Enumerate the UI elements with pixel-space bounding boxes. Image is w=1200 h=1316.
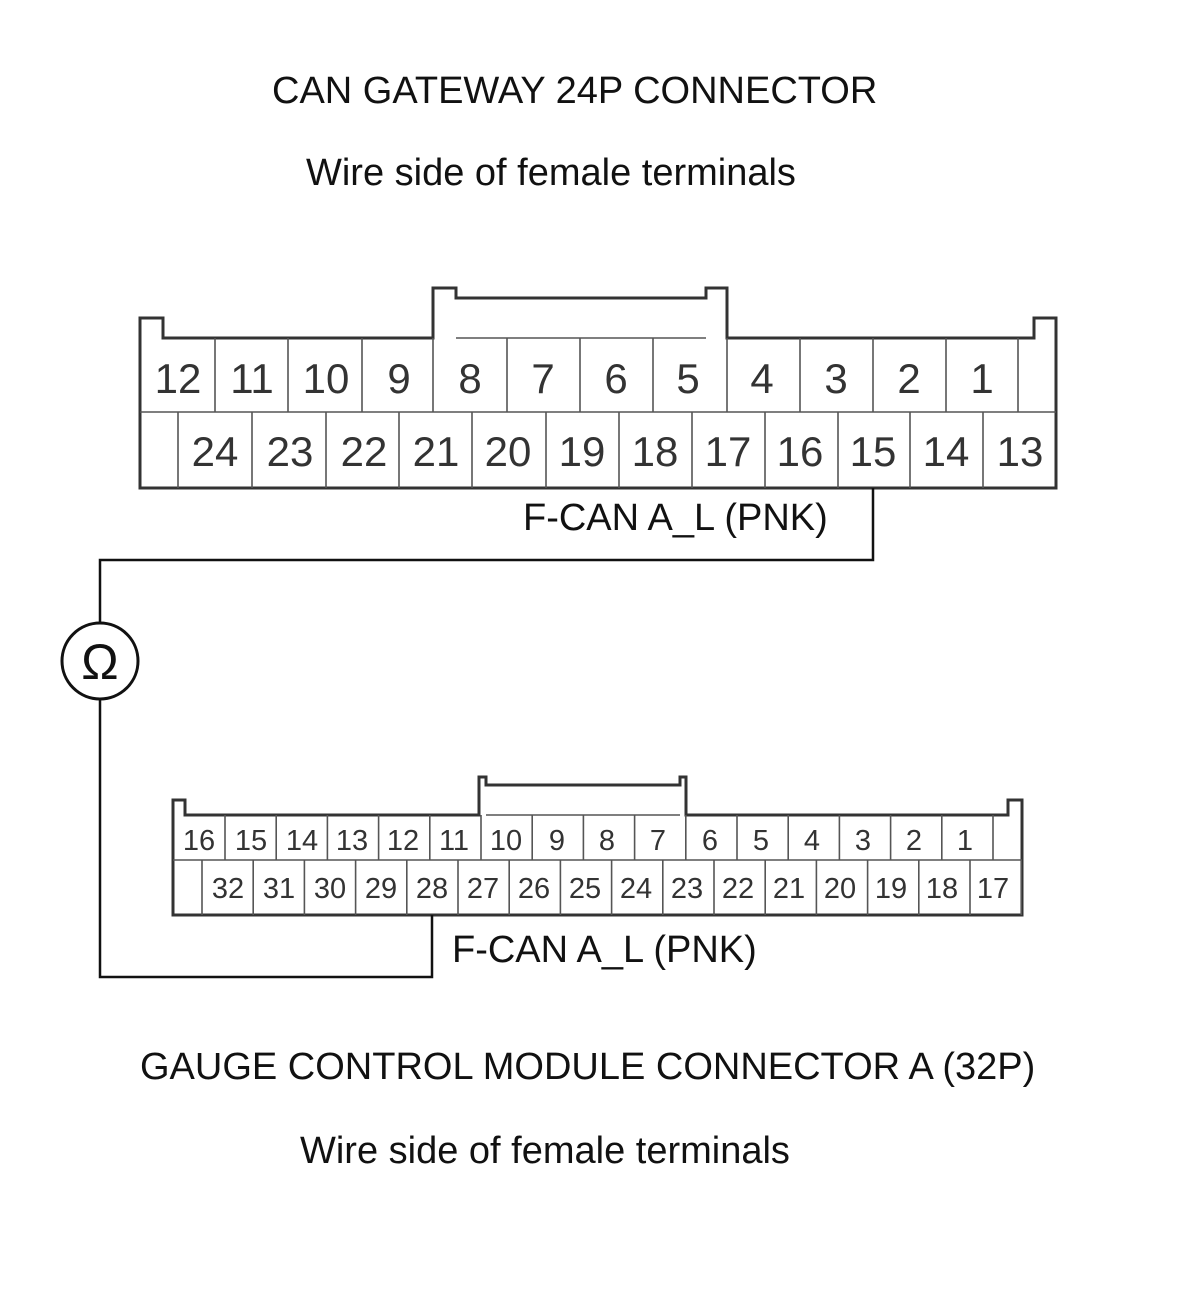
connector-b-housing xyxy=(171,775,1024,917)
connector-a-wire-label: F-CAN A_L (PNK) xyxy=(523,497,828,539)
pin-a9: 9 xyxy=(387,355,410,402)
connector-a-cells xyxy=(177,338,1019,488)
pin-a22: 22 xyxy=(341,428,388,475)
pin-b8: 8 xyxy=(599,825,615,857)
pin-a10: 10 xyxy=(303,355,350,402)
pin-b31: 31 xyxy=(263,873,295,905)
pin-b25: 25 xyxy=(569,873,601,905)
connector-a-subtitle: Wire side of female terminals xyxy=(306,152,796,194)
pin-a15: 15 xyxy=(850,428,897,475)
connector-a-housing xyxy=(138,286,1058,490)
pin-b30: 30 xyxy=(314,873,346,905)
pin-b20: 20 xyxy=(824,873,856,905)
wire-meter-to-b28 xyxy=(98,700,434,979)
pin-a6: 6 xyxy=(604,355,627,402)
pin-b18: 18 xyxy=(926,873,958,905)
pin-a7: 7 xyxy=(531,355,554,402)
pin-b7: 7 xyxy=(650,825,666,857)
pin-b13: 13 xyxy=(336,825,368,857)
pin-a14: 14 xyxy=(923,428,970,475)
connector-a: 12 11 10 9 8 7 6 5 4 3 2 1 24 23 22 21 2… xyxy=(138,286,1058,490)
pin-b10: 10 xyxy=(490,825,522,857)
pin-a12: 12 xyxy=(155,355,202,402)
pin-b3: 3 xyxy=(855,825,871,857)
pin-a20: 20 xyxy=(485,428,532,475)
pin-b4: 4 xyxy=(804,825,820,857)
pin-a17: 17 xyxy=(705,428,752,475)
connector-b-subtitle: Wire side of female terminals xyxy=(300,1130,790,1172)
pin-a3: 3 xyxy=(824,355,847,402)
pin-b1: 1 xyxy=(957,825,973,857)
pin-b27: 27 xyxy=(467,873,499,905)
pin-b6: 6 xyxy=(702,825,718,857)
pin-a4: 4 xyxy=(750,355,773,402)
pin-a23: 23 xyxy=(267,428,314,475)
pin-b14: 14 xyxy=(286,825,318,857)
pin-b15: 15 xyxy=(235,825,267,857)
pin-b28: 28 xyxy=(416,873,448,905)
connector-b-title: GAUGE CONTROL MODULE CONNECTOR A (32P) xyxy=(140,1046,1036,1088)
pin-b21: 21 xyxy=(773,873,805,905)
pin-b11: 11 xyxy=(439,825,469,857)
connector-b-pins: 16 15 14 13 12 11 10 9 8 7 6 5 4 3 2 1 3… xyxy=(183,825,1009,905)
pin-b32: 32 xyxy=(212,873,244,905)
pin-a2: 2 xyxy=(897,355,920,402)
connector-b-cells xyxy=(201,815,1023,915)
pin-a16: 16 xyxy=(777,428,824,475)
connector-a-pins: 12 11 10 9 8 7 6 5 4 3 2 1 24 23 22 21 2… xyxy=(155,355,1044,475)
connector-a-title: CAN GATEWAY 24P CONNECTOR xyxy=(272,70,878,112)
pin-a18: 18 xyxy=(632,428,679,475)
pin-a11: 11 xyxy=(230,355,274,402)
pin-a13: 13 xyxy=(997,428,1044,475)
pin-b22: 22 xyxy=(722,873,754,905)
connector-b: 16 15 14 13 12 11 10 9 8 7 6 5 4 3 2 1 3… xyxy=(171,775,1024,917)
pin-b24: 24 xyxy=(620,873,652,905)
pin-b16: 16 xyxy=(183,825,215,857)
pin-a1: 1 xyxy=(970,355,993,402)
pin-a21: 21 xyxy=(413,428,460,475)
pin-b2: 2 xyxy=(906,825,922,857)
pin-a24: 24 xyxy=(192,428,239,475)
wire-a15-to-meter xyxy=(98,488,875,622)
pin-b12: 12 xyxy=(387,825,419,857)
pin-a8: 8 xyxy=(458,355,481,402)
pin-b5: 5 xyxy=(753,825,769,857)
pin-b26: 26 xyxy=(518,873,550,905)
pin-a19: 19 xyxy=(559,428,606,475)
pin-a5: 5 xyxy=(676,355,699,402)
pin-b17: 17 xyxy=(977,873,1009,905)
pin-b29: 29 xyxy=(365,873,397,905)
pin-b19: 19 xyxy=(875,873,907,905)
pin-b9: 9 xyxy=(549,825,565,857)
ohmmeter-symbol: Ω xyxy=(81,634,118,690)
pin-b23: 23 xyxy=(671,873,703,905)
ohmmeter-icon: Ω xyxy=(60,621,140,701)
connector-b-wire-label: F-CAN A_L (PNK) xyxy=(452,929,757,971)
